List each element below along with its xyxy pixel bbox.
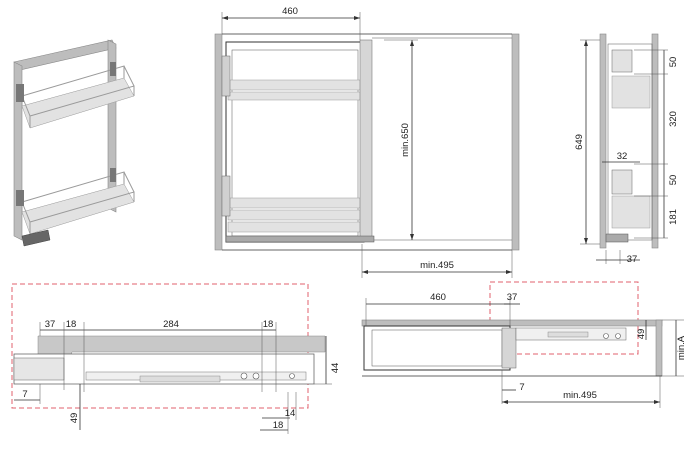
rail-left-label: 7 [22, 389, 27, 400]
side-height-label: 649 [574, 134, 585, 150]
side-top-gap-label: 50 [668, 57, 679, 68]
detail-highlight-box [11, 283, 309, 409]
rail-d3-label: 284 [163, 319, 179, 330]
rail-height-label: 44 [330, 363, 341, 374]
top-offset-label: 37 [507, 292, 518, 303]
top-width-label: 460 [430, 292, 446, 303]
rail-d1-label: 37 [45, 319, 56, 330]
top-depth-label: 49 [636, 329, 647, 340]
top-min-a-label: min.A [676, 335, 687, 360]
rail-bottom2-label: 14 [285, 408, 296, 419]
front-view: 460 min.650 min.495 [214, 6, 520, 278]
side-shelf-gap-label: 320 [668, 111, 679, 127]
rail-detail: 37 18 284 18 44 7 49 18 14 [11, 283, 341, 434]
top-min-depth-label: min.495 [563, 390, 597, 401]
pullout-illustration [13, 39, 135, 247]
side-bracket-label: 32 [617, 151, 628, 162]
front-width-label: 460 [282, 6, 298, 17]
top-view: 460 37 49 min.A 7 min.495 [361, 281, 687, 408]
top-left-label: 7 [519, 382, 524, 393]
rail-bottom1-label: 18 [273, 420, 284, 431]
rail-d2-label: 18 [66, 319, 77, 330]
side-mid-gap-label: 50 [668, 175, 679, 186]
side-offset-label: 37 [627, 254, 638, 265]
side-bottom-gap-label: 181 [668, 209, 679, 225]
top-highlight-box [489, 281, 639, 355]
front-depth-label: min.495 [420, 260, 454, 271]
rail-below-label: 49 [69, 413, 80, 424]
rail-d4-label: 18 [263, 319, 274, 330]
front-height-label: min.650 [400, 123, 411, 157]
side-view: 649 50 320 50 181 32 37 [574, 33, 679, 265]
